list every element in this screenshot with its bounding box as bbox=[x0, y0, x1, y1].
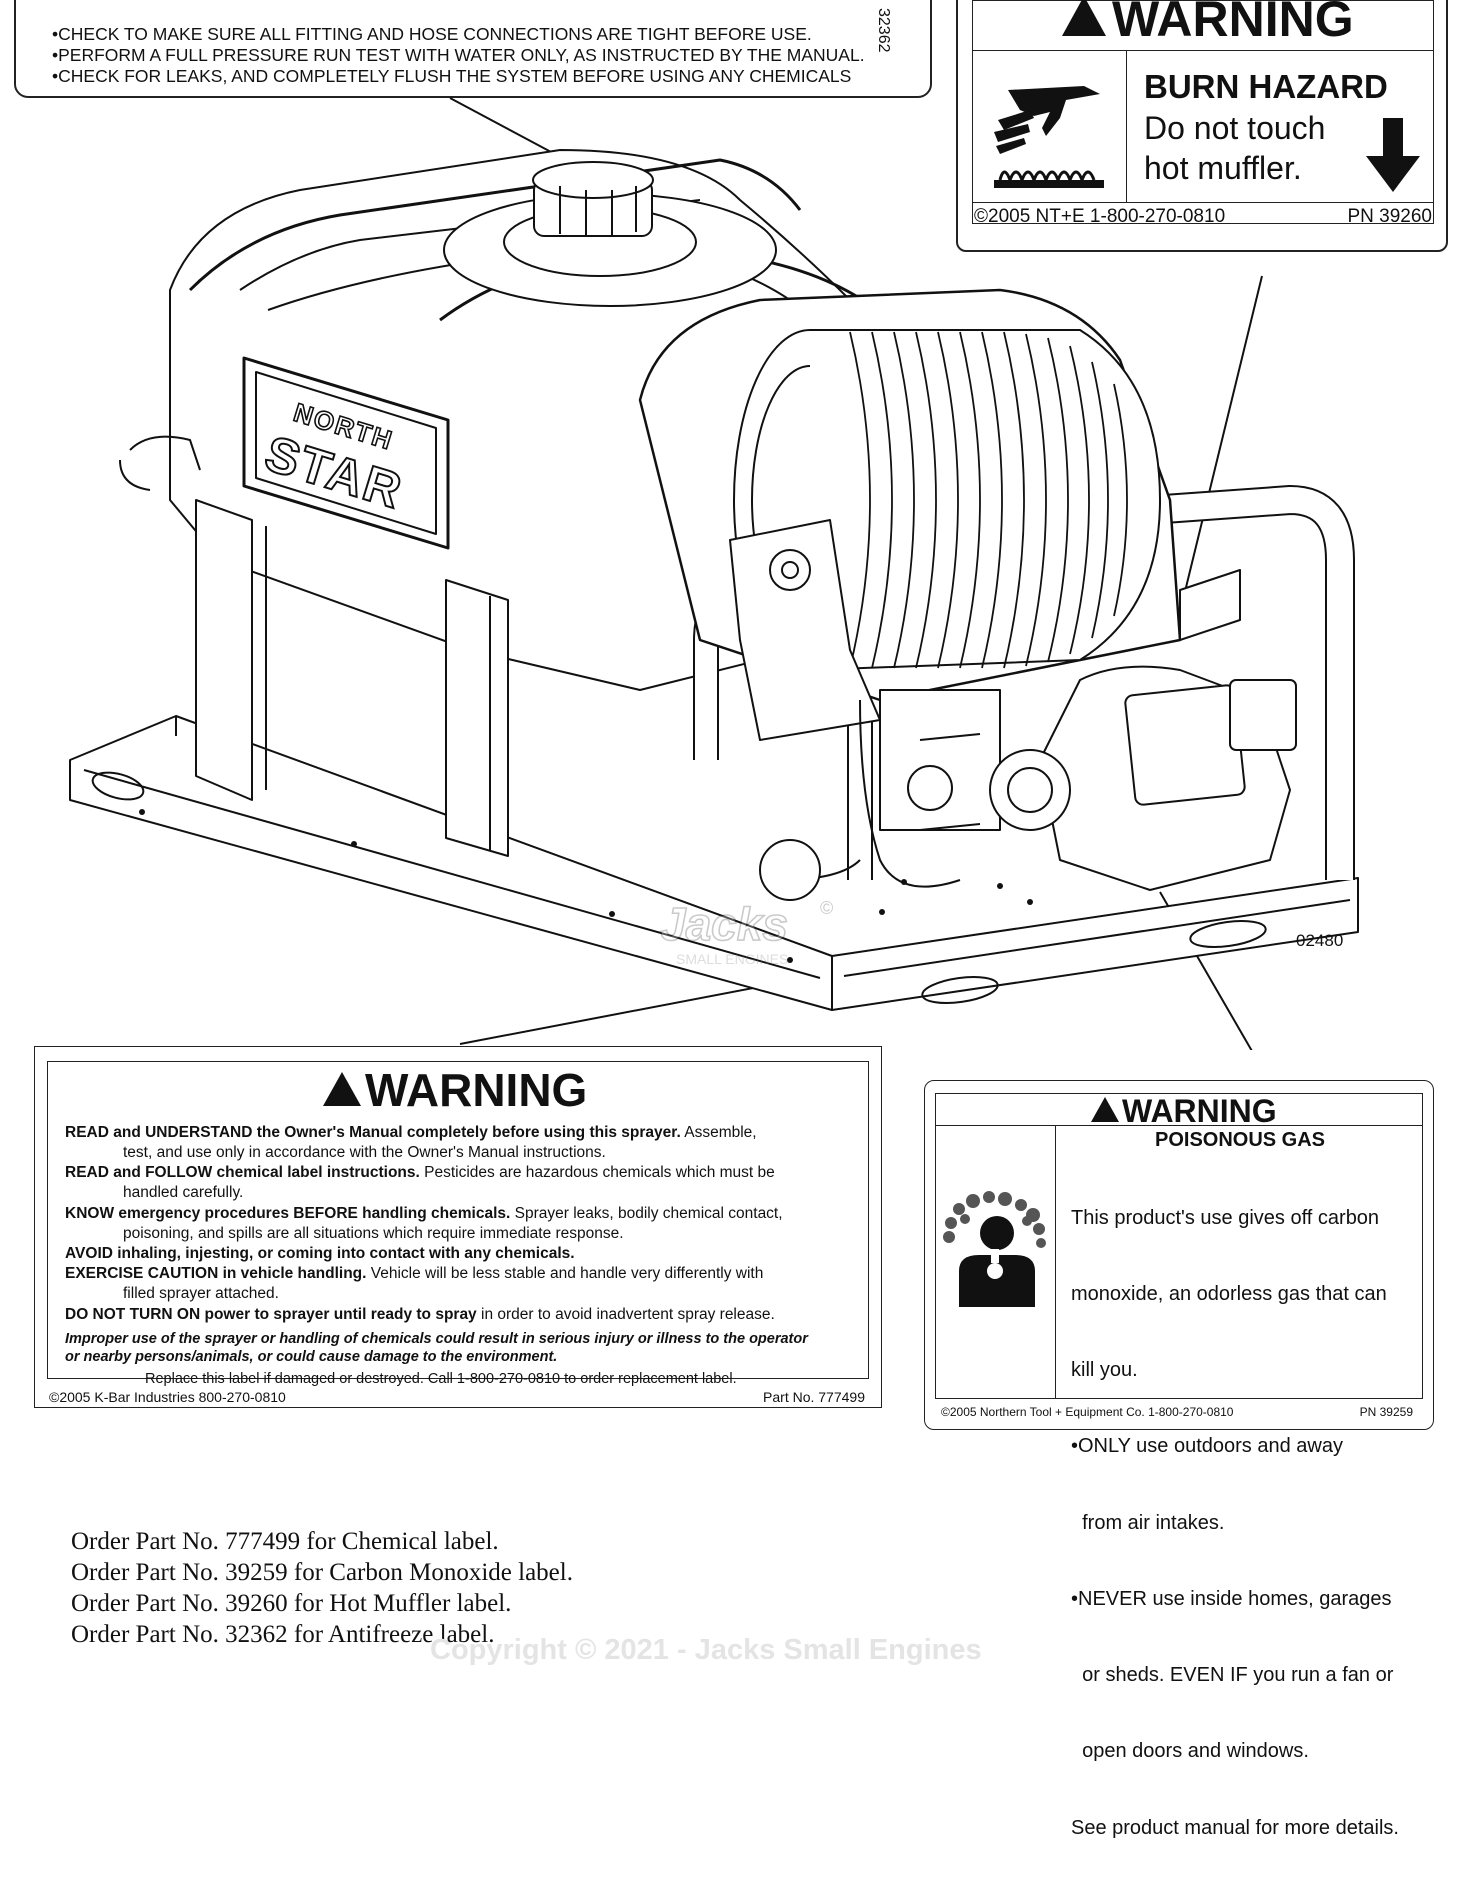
chem-footer-right: Part No. 777499 bbox=[763, 1389, 865, 1405]
gas-line-1: monoxide, an odorless gas that can bbox=[1071, 1283, 1387, 1306]
warning-triangle-icon bbox=[1062, 0, 1106, 36]
jacks-watermark: Jacks SMALL ENGINES © bbox=[659, 897, 833, 967]
warning-triangle-icon bbox=[1091, 1097, 1119, 1122]
burn-warning-title: WARNING bbox=[1112, 0, 1354, 47]
antifreeze-label: •CHECK TO MAKE SURE ALL FITTING AND HOSE… bbox=[14, 0, 932, 98]
gas-line-0: This product's use gives off carbon bbox=[1071, 1206, 1380, 1229]
burn-footer-right: PN 39260 bbox=[1347, 206, 1432, 227]
carbon-monoxide-label: WARNING POISONOUS GAS This product's use… bbox=[924, 1080, 1434, 1839]
gas-line-8: See product manual for more details. bbox=[1071, 1816, 1399, 1839]
top-label-side-number: 32362 bbox=[875, 8, 892, 53]
warning-triangle-icon bbox=[323, 1072, 361, 1106]
chemical-items: READ and UNDERSTAND the Owner's Manual c… bbox=[65, 1123, 865, 1323]
burn-hazard-heading: BURN HAZARD bbox=[1144, 68, 1388, 105]
gas-text-block: This product's use gives off carbon mono… bbox=[1071, 1155, 1399, 1892]
gas-line-7: open doors and windows. bbox=[1071, 1740, 1309, 1763]
chemical-warning-label: WARNING READ and UNDERSTAND the Owner's … bbox=[34, 1046, 882, 1408]
chem-item-5-text: poisoning, and spills are all situations… bbox=[123, 1225, 624, 1242]
gas-warning-title: WARNING bbox=[1122, 1093, 1277, 1129]
chem-item-2-bold: READ and FOLLOW chemical label instructi… bbox=[65, 1164, 420, 1181]
figure-number: 02480 bbox=[1296, 931, 1343, 950]
order-note-hot-muffler: Order Part No. 39260 for Hot Muffler lab… bbox=[71, 1590, 512, 1617]
gas-line-2: kill you. bbox=[1071, 1359, 1138, 1382]
chem-item-8-text: filled sprayer attached. bbox=[123, 1285, 279, 1302]
chem-italic-line-2: or nearby persons/animals, or could caus… bbox=[65, 1349, 558, 1365]
watermark-logo-sub: SMALL ENGINES bbox=[676, 951, 788, 967]
gas-heading: POISONOUS GAS bbox=[1154, 1129, 1326, 1151]
burn-line-2: hot muffler. bbox=[1144, 150, 1302, 186]
chem-item-4-bold: KNOW emergency procedures BEFORE handlin… bbox=[65, 1205, 511, 1222]
top-label-line-1: •CHECK TO MAKE SURE ALL FITTING AND HOSE… bbox=[52, 24, 812, 44]
chem-item-7-bold: EXERCISE CAUTION in vehicle handling. bbox=[65, 1265, 367, 1282]
burn-footer-left: ©2005 NT+E 1-800-270-0810 bbox=[974, 206, 1226, 227]
chem-item-7-text: Vehicle will be less stable and handle v… bbox=[366, 1265, 764, 1282]
chem-footer-left: ©2005 K-Bar Industries 800-270-0810 bbox=[49, 1389, 286, 1405]
burn-hazard-label: WARNING BURN HAZARD Do not touch hot muf… bbox=[956, 0, 1448, 252]
chem-item-4-text: Sprayer leaks, bodily chemical contact, bbox=[510, 1205, 783, 1222]
chemical-warning-title: WARNING bbox=[365, 1064, 588, 1116]
top-label-line-3: •CHECK FOR LEAKS, AND COMPLETELY FLUSH T… bbox=[52, 66, 852, 86]
chem-replace-line: Replace this label if damaged or destroy… bbox=[145, 1371, 737, 1387]
arrow-down-icon bbox=[1366, 118, 1420, 192]
burn-line-1: Do not touch bbox=[1144, 110, 1326, 146]
gas-footer-left: ©2005 Northern Tool + Equipment Co. 1-80… bbox=[941, 1405, 1234, 1419]
watermark-copyright-symbol: © bbox=[820, 898, 833, 918]
chem-item-0-bold: READ and UNDERSTAND the Owner's Manual c… bbox=[65, 1124, 681, 1141]
chem-item-9-text: in order to avoid inadvertent spray rele… bbox=[476, 1306, 775, 1323]
chem-item-6-bold: AVOID inhaling, injesting, or coming int… bbox=[65, 1245, 575, 1262]
sprayer-diagram: NORTH STAR 02480 Jacks SMALL ENGINES © bbox=[69, 97, 1359, 1050]
gas-line-4: from air intakes. bbox=[1071, 1511, 1225, 1534]
order-note-carbon-monoxide: Order Part No. 39259 for Carbon Monoxide… bbox=[71, 1559, 573, 1586]
chem-italic-line-1: Improper use of the sprayer or handling … bbox=[65, 1331, 808, 1347]
gas-footer-right: PN 39259 bbox=[1359, 1405, 1413, 1419]
order-notes: Order Part No. 777499 for Chemical label… bbox=[71, 1526, 573, 1650]
burn-hand-icon bbox=[994, 86, 1104, 188]
chem-item-9-bold: DO NOT TURN ON power to sprayer until re… bbox=[65, 1306, 477, 1323]
top-label-line-2: •PERFORM A FULL PRESSURE RUN TEST WITH W… bbox=[52, 45, 865, 65]
order-note-chemical: Order Part No. 777499 for Chemical label… bbox=[71, 1528, 499, 1555]
watermark-logo-text: Jacks bbox=[660, 898, 788, 950]
chem-item-0-text: Assemble, bbox=[680, 1124, 757, 1141]
order-note-antifreeze: Order Part No. 32362 for Antifreeze labe… bbox=[71, 1621, 495, 1648]
gas-line-5: •NEVER use inside homes, garages bbox=[1071, 1587, 1392, 1610]
copyright-watermark: Copyright © 2021 - Jacks Small Engines bbox=[430, 1634, 982, 1666]
chem-item-3-text: handled carefully. bbox=[123, 1184, 244, 1201]
gas-line-6: or sheds. EVEN IF you run a fan or bbox=[1071, 1664, 1394, 1687]
poisonous-gas-icon bbox=[943, 1191, 1046, 1307]
chem-item-2-text: Pesticides are hazardous chemicals which… bbox=[419, 1164, 775, 1181]
chem-item-1-text: test, and use only in accordance with th… bbox=[123, 1144, 606, 1161]
gas-line-3: •ONLY use outdoors and away bbox=[1071, 1435, 1343, 1458]
